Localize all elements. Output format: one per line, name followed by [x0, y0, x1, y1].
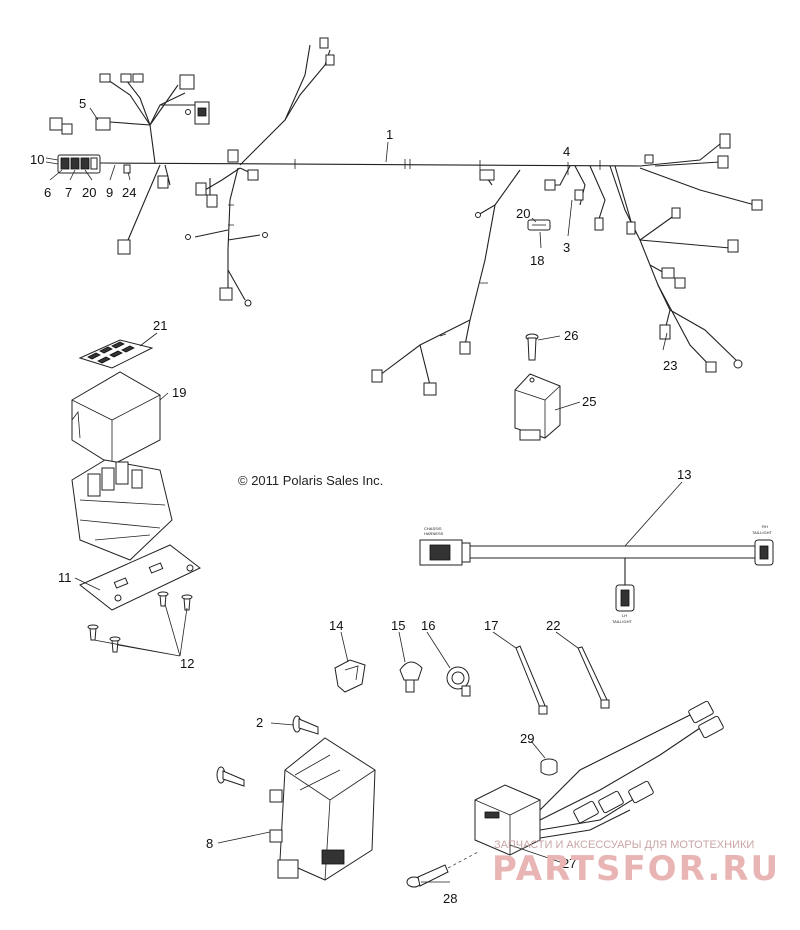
fuse-box-base: [71, 459, 173, 561]
callout-18: 18: [530, 253, 544, 268]
label-chassis-1: CHASSIS: [424, 526, 442, 531]
cable-tie-17: [515, 645, 548, 715]
callout-5: 5: [79, 96, 86, 111]
callout-14: 14: [329, 618, 343, 633]
module-25: [514, 373, 561, 441]
screw-28: [406, 851, 479, 888]
fuse-label-21: [78, 339, 154, 369]
callout-9: 9: [106, 185, 113, 200]
label-lh-1: LH: [622, 613, 627, 618]
callout-24: 24: [122, 185, 136, 200]
cable-tie-22: [577, 646, 610, 709]
callout-25: 25: [582, 394, 596, 409]
clip-15: [399, 661, 423, 693]
fuse-box-cover-19: [71, 371, 161, 466]
callout-17: 17: [484, 618, 498, 633]
watermark-brand: PARTSFOR.RU: [492, 849, 780, 889]
callout-28: 28: [443, 891, 457, 906]
ecu-8: [269, 737, 376, 881]
callout-12: 12: [180, 656, 194, 671]
callout-11: 11: [58, 570, 72, 585]
callout-7: 7: [65, 185, 72, 200]
callout-21: 21: [153, 318, 167, 333]
copyright-text: © 2011 Polaris Sales Inc.: [238, 473, 383, 488]
screw-left: [216, 766, 245, 787]
watermark-tagline: ЗАПЧАСТИ И АКСЕССУАРЫ ДЛЯ МОТОТЕХНИКИ: [494, 839, 754, 851]
callout-20a: 20: [516, 206, 530, 221]
callout-numbers: 1 2 3 4 5 6 7 8 9 10 11 12 13 14 15 16 1…: [30, 96, 691, 906]
callout-3: 3: [563, 240, 570, 255]
callout-15: 15: [391, 618, 405, 633]
callout-22: 22: [546, 618, 560, 633]
taillight-harness-13: CHASSIS HARNESS RH TAILLIGHT LH TAILLIGH…: [419, 524, 774, 624]
nut-29: [540, 758, 558, 776]
watermark-logo: ЗАПЧАСТИ И АКСЕССУАРЫ ДЛЯ МОТОТЕХНИКИ PA…: [492, 839, 780, 889]
label-rh-1: RH: [762, 524, 768, 529]
callout-13: 13: [677, 467, 691, 482]
main-wire-harness: [99, 44, 756, 386]
label-rh-2: TAILLIGHT: [752, 530, 772, 535]
callout-4: 4: [563, 144, 570, 159]
callout-10: 10: [30, 152, 44, 167]
harness-connectors: [49, 37, 763, 396]
callout-20b: 20: [82, 185, 96, 200]
sub-harness-wires: [539, 700, 724, 839]
callout-8: 8: [206, 836, 213, 851]
module-27: [474, 784, 541, 856]
clip-16: [446, 666, 471, 697]
callout-16: 16: [421, 618, 435, 633]
callout-27: 27: [562, 856, 576, 871]
bracket-11: [79, 544, 201, 611]
callout-6: 6: [44, 185, 51, 200]
callout-26: 26: [564, 328, 578, 343]
callout-2: 2: [256, 715, 263, 730]
label-chassis-2: HARNESS: [424, 531, 444, 536]
fuse-block-small: [57, 154, 131, 174]
screw-26: [525, 333, 539, 361]
callout-1: 1: [386, 127, 393, 142]
leader-lines: [45, 107, 683, 883]
callout-19: 19: [172, 385, 186, 400]
callout-23: 23: [663, 358, 677, 373]
label-lh-2: TAILLIGHT: [612, 619, 632, 624]
screw-2: [292, 715, 319, 735]
callout-29: 29: [520, 731, 534, 746]
clip-14: [334, 659, 366, 693]
